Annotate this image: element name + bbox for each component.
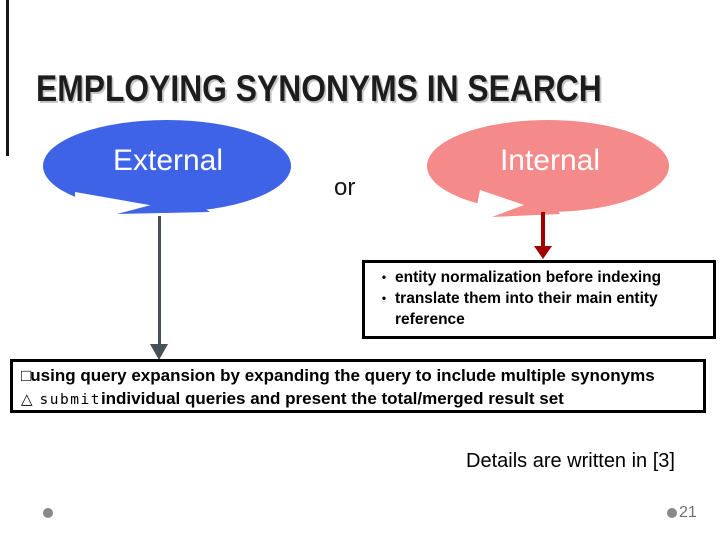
submit-keyword: submit (39, 392, 101, 408)
external-label: External (112, 144, 224, 177)
external-arrow-line (158, 216, 161, 346)
missing-glyph-icon: □ (21, 366, 32, 385)
query-expansion-box: □using query expansion by expanding the … (10, 359, 706, 413)
external-arrowhead-icon (150, 344, 168, 360)
internal-notes-box: • entity normalization before indexing •… (362, 260, 716, 339)
stray-vertical-line (6, 0, 9, 156)
external-callout: External (38, 116, 298, 222)
triangle-marker-icon: △ (21, 391, 33, 408)
expansion-line-2-text: individual queries and present the total… (100, 389, 564, 408)
internal-callout-tail (492, 196, 560, 217)
expansion-line-2: △ submitindividual queries and present th… (21, 387, 699, 412)
bullet-icon: • (381, 270, 387, 284)
footer-dot-left-icon (43, 508, 53, 518)
list-item: • entity normalization before indexing (373, 267, 707, 288)
external-callout-tail (117, 196, 210, 214)
slide-title-text: EMPLOYING SYNONYMS IN SEARCH (36, 68, 602, 109)
details-note: Details are written in [3] (466, 450, 675, 472)
internal-arrowhead-icon (534, 246, 552, 259)
page-number: 21 (679, 504, 697, 521)
internal-callout-shape (427, 120, 669, 220)
footer-dot-right-icon (667, 508, 677, 518)
slide-title: EMPLOYING SYNONYMS IN SEARCH (36, 68, 716, 110)
external-callout-shape (43, 120, 291, 218)
bullet-icon: • (381, 291, 387, 305)
internal-note-text: entity normalization before indexing (395, 269, 662, 286)
internal-note-text: translate them into their main entity re… (395, 290, 658, 328)
internal-callout: Internal (424, 116, 676, 228)
or-label: or (334, 174, 356, 201)
internal-notes-list: • entity normalization before indexing •… (373, 267, 707, 330)
expansion-line-1-text: using query expansion by expanding the q… (30, 366, 655, 385)
internal-ellipse (427, 120, 669, 212)
internal-arrow-line (541, 212, 545, 247)
internal-label: Internal (499, 144, 601, 177)
list-item: • translate them into their main entity … (373, 288, 707, 330)
external-ellipse (43, 120, 291, 212)
expansion-line-1: □using query expansion by expanding the … (21, 364, 699, 387)
